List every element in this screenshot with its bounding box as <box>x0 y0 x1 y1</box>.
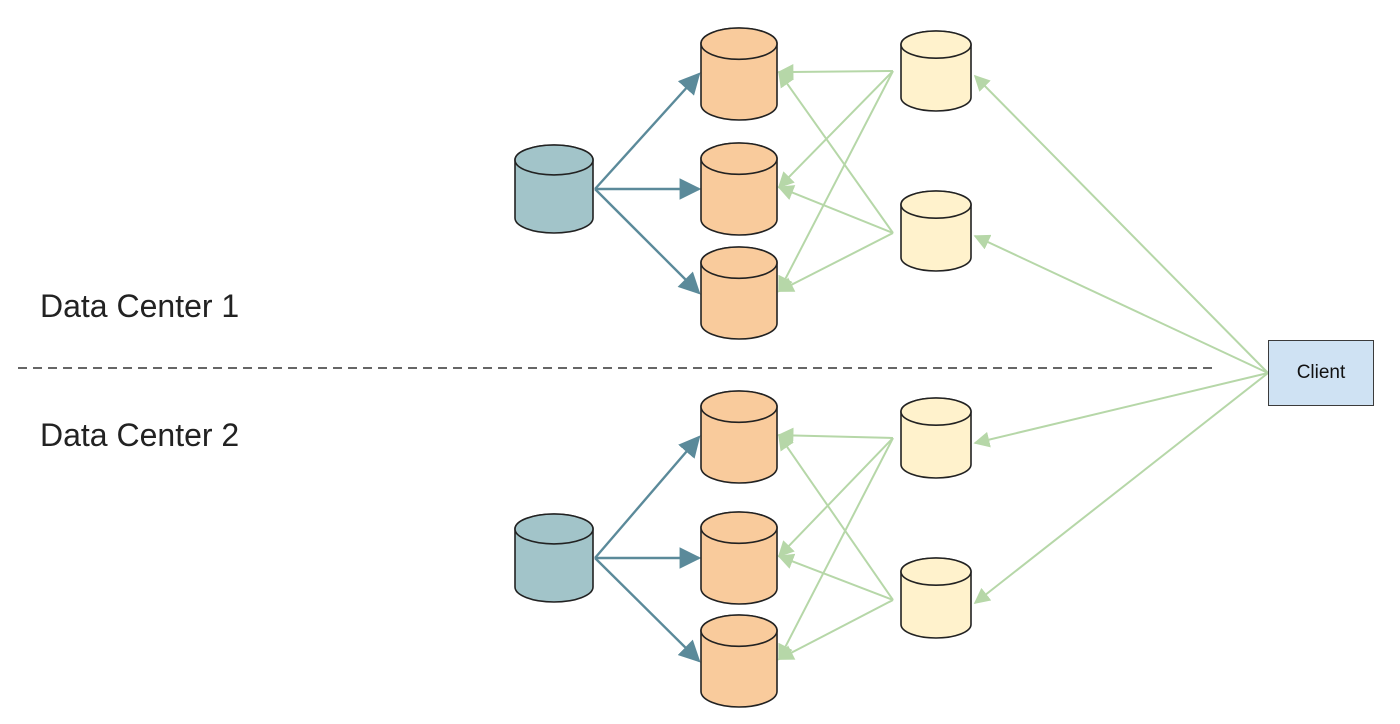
dc2-proxy-2-to-replica-2-edge <box>777 553 894 601</box>
replication-edges <box>594 72 702 663</box>
dc1-primary-db-icon <box>514 144 594 234</box>
dc2-proxy-db-2-icon <box>900 557 972 639</box>
dc2-replica-db-2-icon <box>700 511 778 605</box>
dc1-client-to-proxy-2-edge <box>973 234 1269 374</box>
dc1-proxy-db-1-icon <box>900 30 972 112</box>
dc1-client-to-proxy-1-edge <box>973 74 1269 374</box>
dc1-proxy-1-to-replica-2-edge <box>777 70 894 189</box>
dc1-proxy-2-to-replica-3-edge <box>777 232 894 293</box>
dc2-proxy-db-1-icon <box>900 397 972 479</box>
dc1-replica-db-2-icon <box>700 142 778 236</box>
dc2-replica-db-1-icon <box>700 390 778 484</box>
datacenter-2-label: Data Center 2 <box>40 417 240 453</box>
dc2-proxy-1-to-replica-2-edge <box>777 437 894 558</box>
dc2-client-to-proxy-2-edge <box>973 372 1269 604</box>
database-nodes <box>514 27 972 708</box>
dc1-proxy-2-to-replica-1-edge <box>778 70 894 234</box>
dc2-client-to-proxy-1-edge <box>973 372 1269 448</box>
dc1-proxy-1-to-replica-1-edge <box>777 64 894 81</box>
dc1-proxy-db-2-icon <box>900 190 972 272</box>
dc2-proxy-2-to-replica-3-edge <box>777 599 894 661</box>
datacenter-1-label: Data Center 1 <box>40 288 240 324</box>
dc1-proxy-1-to-replica-3-edge <box>778 70 894 293</box>
dc2-proxy-1-to-replica-3-edge <box>778 437 894 661</box>
dc1-replica-db-1-icon <box>700 27 778 121</box>
dc2-replica-db-3-icon <box>700 614 778 708</box>
client-node[interactable]: Client <box>1268 340 1374 406</box>
dc1-replica-db-3-icon <box>700 246 778 340</box>
client-label: Client <box>1296 362 1346 383</box>
dc2-proxy-1-to-replica-1-edge <box>777 427 894 444</box>
dc2-primary-to-replica-3-edge <box>594 557 701 663</box>
dc2-primary-to-replica-1-edge <box>594 435 701 559</box>
dc2-proxy-2-to-replica-1-edge <box>778 433 894 601</box>
dc1-proxy-2-to-replica-2-edge <box>777 185 894 234</box>
dc1-primary-to-replica-1-edge <box>594 72 701 190</box>
client-read-edges <box>777 64 1269 661</box>
dc1-primary-to-replica-3-edge <box>594 188 701 295</box>
dc2-primary-db-icon <box>514 513 594 603</box>
